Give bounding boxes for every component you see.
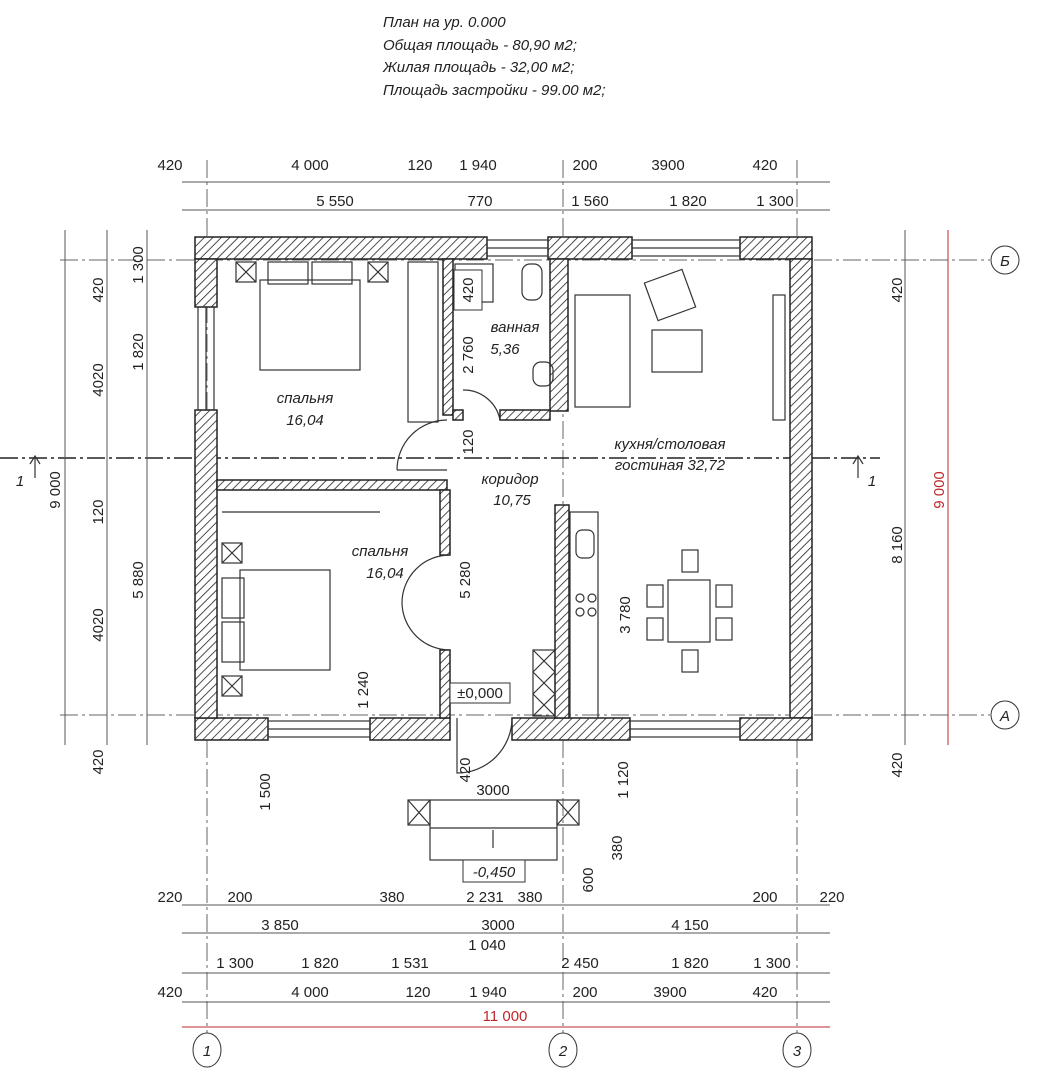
dimension-label: 4020 bbox=[90, 363, 107, 396]
dimension-label: 1 240 bbox=[355, 671, 372, 709]
dimension-label: 3000 bbox=[481, 917, 514, 934]
header-line: Площадь застройки - 99.00 м2; bbox=[383, 81, 606, 99]
dimension-label: 3000 bbox=[476, 782, 509, 799]
doors bbox=[396, 389, 513, 774]
room-area: гостиная 32,72 bbox=[615, 457, 726, 474]
dimension-label: 9 000 bbox=[931, 471, 948, 509]
room-name: спальня bbox=[352, 543, 409, 560]
dimension-label: Б bbox=[1000, 253, 1010, 270]
room-labels: спальня 16,04 ванная 5,36 кухня/столовая… bbox=[277, 319, 726, 582]
dimension-label: 3900 bbox=[651, 157, 684, 174]
dimension-label: 4 150 bbox=[671, 917, 709, 934]
dimension-label: 200 bbox=[572, 984, 597, 1001]
dimension-label: 3 bbox=[793, 1043, 802, 1060]
dimension-label: 1 bbox=[16, 473, 24, 490]
dimension-label: 3 780 bbox=[617, 596, 634, 634]
dimension-label: 600 bbox=[580, 867, 597, 892]
dimension-label: 5 550 bbox=[316, 193, 354, 210]
header-line: Общая площадь - 80,90 м2; bbox=[383, 36, 577, 54]
dimension-label: -0,450 bbox=[473, 864, 516, 881]
dimension-label: 1 820 bbox=[669, 193, 707, 210]
dimension-label: 220 bbox=[157, 889, 182, 906]
dimension-label: 420 bbox=[90, 277, 107, 302]
dimension-label: 1 940 bbox=[459, 157, 497, 174]
dims-right: 420 8 160 420 9 000 bbox=[889, 277, 948, 777]
dimension-label: 4020 bbox=[90, 608, 107, 641]
windows bbox=[197, 239, 741, 738]
dimension-label: 2 bbox=[558, 1043, 568, 1060]
room-name: кухня/столовая bbox=[614, 436, 725, 453]
dimension-label: 120 bbox=[90, 499, 107, 524]
dimension-label: 1 820 bbox=[301, 955, 339, 972]
dimension-label: 200 bbox=[572, 157, 597, 174]
dimension-label: 2 760 bbox=[460, 336, 477, 374]
dimension-label: 120 bbox=[405, 984, 430, 1001]
dimension-label: 420 bbox=[460, 277, 477, 302]
dimension-label: 1 560 bbox=[571, 193, 609, 210]
room-area: 5,36 bbox=[490, 341, 520, 358]
dimension-label: 1 300 bbox=[130, 246, 147, 284]
dimension-label: 220 bbox=[819, 889, 844, 906]
dimension-label: 200 bbox=[752, 889, 777, 906]
dimension-label: 420 bbox=[157, 157, 182, 174]
dimension-label: 1 820 bbox=[671, 955, 709, 972]
dimension-label: 1 120 bbox=[615, 761, 632, 799]
dimension-label: 200 bbox=[227, 889, 252, 906]
dimension-label: 2 450 bbox=[561, 955, 599, 972]
dimension-label: ±0,000 bbox=[457, 685, 503, 702]
dims-bottom: 220 200 380 2 231 380 200 220 3 850 3000… bbox=[157, 889, 844, 1025]
room-name: коридор bbox=[481, 471, 538, 488]
dimension-label: 1 300 bbox=[753, 955, 791, 972]
dimension-label: 11 000 bbox=[483, 1008, 528, 1025]
dimension-label: 5 280 bbox=[457, 561, 474, 599]
dimension-label: 770 bbox=[467, 193, 492, 210]
dimension-label: 4 000 bbox=[291, 984, 329, 1001]
dimension-label: 120 bbox=[460, 429, 477, 454]
dimension-label: 380 bbox=[609, 835, 626, 860]
dimension-label: 420 bbox=[90, 749, 107, 774]
room-area: 16,04 bbox=[286, 412, 324, 429]
dimension-label: 380 bbox=[379, 889, 404, 906]
dimension-label: 1 531 bbox=[391, 955, 429, 972]
dimension-label: 420 bbox=[157, 984, 182, 1001]
dimension-label: 3 850 bbox=[261, 917, 299, 934]
dimension-label: 2 231 bbox=[466, 889, 504, 906]
room-name: ванная bbox=[491, 319, 540, 336]
dimension-label: 1 bbox=[203, 1043, 211, 1060]
dimension-label: 8 160 bbox=[889, 526, 906, 564]
dimension-label: 1 500 bbox=[257, 773, 274, 811]
dimension-label: 1 940 bbox=[469, 984, 507, 1001]
walls bbox=[194, 236, 813, 741]
dimension-lines bbox=[64, 181, 949, 1028]
plan-header: План на ур. 0.000 Общая площадь - 80,90 … bbox=[383, 12, 606, 102]
header-line: План на ур. 0.000 bbox=[383, 14, 506, 31]
furniture bbox=[221, 261, 786, 861]
dimension-label: 1 300 bbox=[216, 955, 254, 972]
header-line: Жилая площадь - 32,00 м2; bbox=[383, 59, 575, 76]
dimension-label: 4 000 bbox=[291, 157, 329, 174]
dims-top: 420 4 000 120 1 940 200 3900 420 5 550 7… bbox=[157, 157, 793, 210]
dimension-label: 420 bbox=[457, 757, 474, 782]
dimension-label: 420 bbox=[752, 984, 777, 1001]
dimension-label: 420 bbox=[889, 752, 906, 777]
room-area: 16,04 bbox=[366, 565, 404, 582]
dimension-label: 1 820 bbox=[130, 333, 147, 371]
dims-left: 420 4020 120 4020 420 1 300 1 820 5 880 … bbox=[47, 246, 147, 774]
dimension-label: А bbox=[999, 708, 1010, 725]
dimension-label: 420 bbox=[889, 277, 906, 302]
dimension-label: 3900 bbox=[653, 984, 686, 1001]
dimension-label: 420 bbox=[752, 157, 777, 174]
room-name: спальня bbox=[277, 390, 334, 407]
dims-inner: 420 2 760 120 5 280 1 240 ±0,000 420 300… bbox=[257, 269, 634, 893]
dimension-label: 380 bbox=[517, 889, 542, 906]
room-area: 10,75 bbox=[493, 492, 531, 509]
dimension-label: 1 bbox=[868, 473, 876, 490]
axis-markers: Б А 1 2 3 1 1 bbox=[16, 245, 1020, 1068]
dimension-label: 1 040 bbox=[468, 937, 506, 954]
dimension-label: 1 300 bbox=[756, 193, 794, 210]
dimension-label: 120 bbox=[407, 157, 432, 174]
dimension-label: 5 880 bbox=[130, 561, 147, 599]
dimension-label: 9 000 bbox=[47, 471, 64, 509]
